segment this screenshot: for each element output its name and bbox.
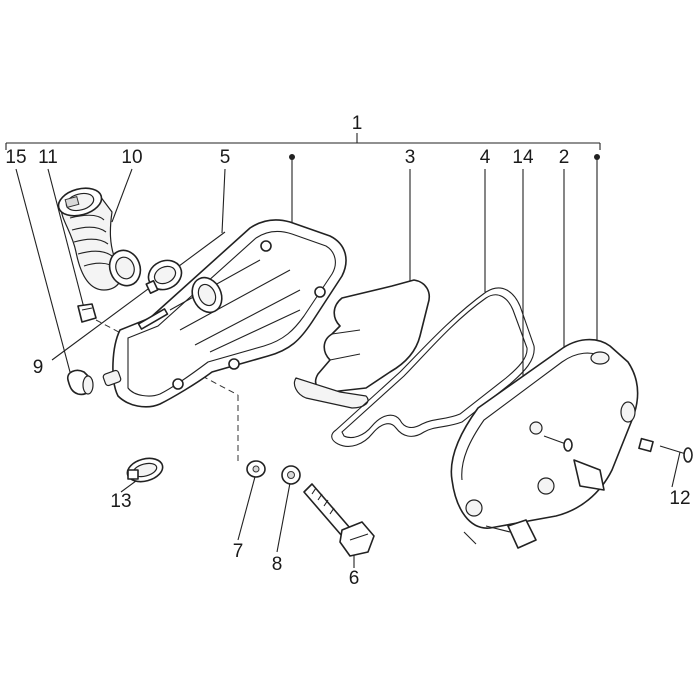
washer-7 (246, 460, 266, 478)
cover-screw-12 (659, 445, 693, 463)
callout-labels: 1 15 11 10 5 3 4 14 2 9 13 12 7 8 6 (5, 113, 690, 589)
callout-11: 11 (38, 147, 58, 168)
filter-cover (450, 338, 654, 529)
callout-7: 7 (233, 541, 244, 562)
gasket (331, 287, 535, 447)
retaining-clip (77, 303, 97, 323)
callout-13: 13 (110, 491, 131, 512)
callout-1: 1 (352, 113, 363, 134)
bolt-6 (303, 483, 375, 557)
callout-2: 2 (559, 147, 570, 168)
cover-screw-2 (543, 435, 573, 452)
callout-5: 5 (220, 147, 231, 168)
hose-clamp-upper (145, 259, 183, 295)
callout-12: 12 (669, 488, 690, 509)
callout-10: 10 (121, 147, 142, 168)
pin (137, 308, 169, 330)
bullet-dot-filter-case (289, 154, 295, 160)
filter-case (102, 219, 347, 408)
washer-8 (281, 465, 301, 485)
callout-15: 15 (5, 147, 26, 168)
callout-6: 6 (349, 568, 360, 589)
callout-4: 4 (480, 147, 491, 168)
drain-plug (463, 519, 537, 549)
elbow-fitting (66, 369, 94, 396)
bullet-dot-filter-cover (594, 154, 600, 160)
assembly-bracket (5, 133, 601, 150)
hose-clamp-lower (126, 457, 164, 483)
callout-3: 3 (405, 147, 416, 168)
callout-9: 9 (33, 357, 44, 378)
callout-8: 8 (272, 554, 283, 575)
callout-14: 14 (512, 147, 534, 168)
intake-hose (57, 187, 142, 291)
filter-element (293, 279, 430, 409)
